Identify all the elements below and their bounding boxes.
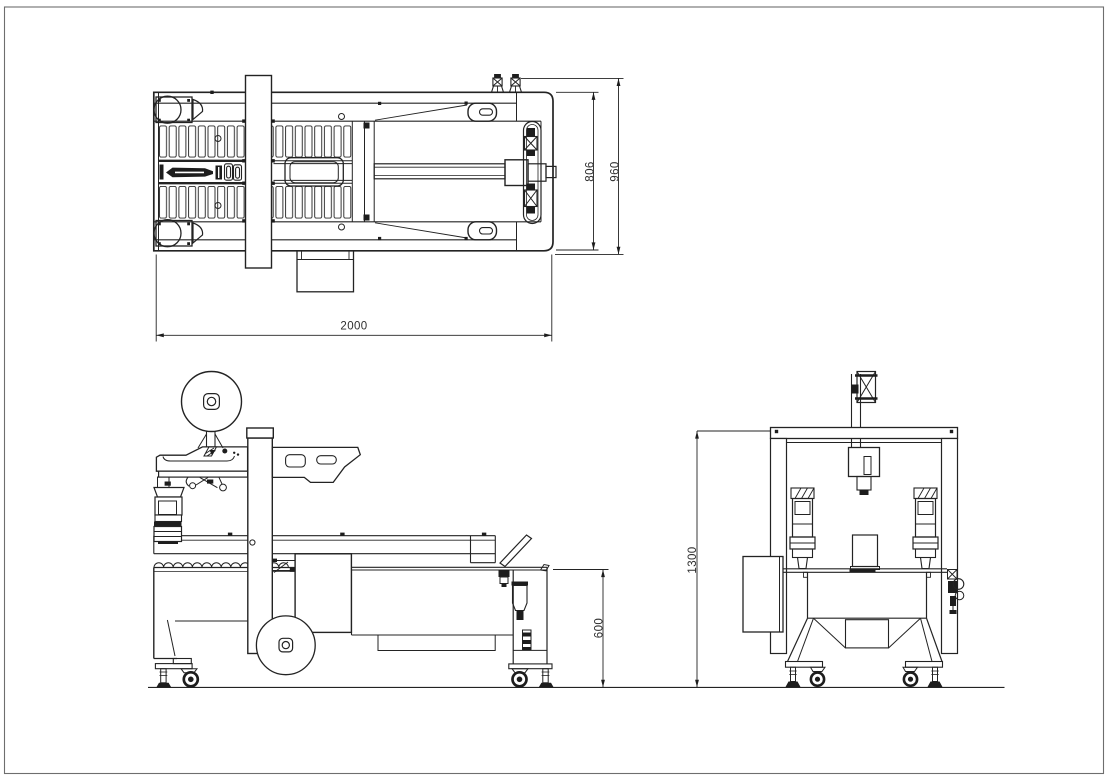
front-tape-roll <box>180 370 243 449</box>
plan-belt-knob-bottom <box>523 183 538 214</box>
front-gearbox-stack <box>153 476 185 544</box>
front-blade-guard <box>294 553 353 634</box>
front-mast-column <box>246 427 275 655</box>
dim-plan-width: 2000 <box>155 254 553 342</box>
front-view: 600 <box>153 370 609 688</box>
plan-tape-channel <box>158 157 353 187</box>
side-bottom-head <box>849 534 880 573</box>
dim-label-806: 806 <box>585 161 597 181</box>
plan-rail-end-bottom <box>467 221 498 241</box>
front-right-leg <box>508 663 554 688</box>
plan-view: 2000 806 960 <box>152 74 624 342</box>
side-legs <box>784 617 944 668</box>
front-left-leg <box>154 657 200 688</box>
side-bed <box>782 568 947 619</box>
plan-belt-track <box>522 120 542 225</box>
side-regulator <box>947 569 965 614</box>
front-left-foot <box>156 682 172 688</box>
plan-outfeed-box <box>296 250 355 293</box>
dim-label-960: 960 <box>610 161 622 181</box>
dim-front-bed-height: 600 <box>553 569 609 688</box>
plan-drive-motor-bottom <box>153 219 204 248</box>
plan-body-outline <box>152 91 554 252</box>
front-right-foot <box>538 682 554 688</box>
dim-label-600: 600 <box>594 618 606 638</box>
dim-plan-overall-height: 960 <box>521 77 624 255</box>
dim-plan-body-height: 806 <box>556 91 599 251</box>
plan-drive-motor-top <box>153 95 204 124</box>
front-guard-bracket <box>272 558 295 573</box>
plan-bottom-taping-head <box>159 163 243 181</box>
front-right-caster <box>511 670 528 688</box>
front-deflector-plate <box>499 534 533 568</box>
dim-label-2000: 2000 <box>340 321 367 333</box>
side-electrical-cabinet <box>742 555 784 633</box>
side-taping-unit <box>847 446 881 495</box>
side-view: 1300 <box>687 370 965 688</box>
front-outfeed-conveyor <box>350 563 550 664</box>
side-right-foot-group <box>902 666 943 688</box>
front-air-filter <box>498 569 532 651</box>
plan-mast-column <box>242 74 275 269</box>
plan-clamp-knobs <box>490 74 523 93</box>
plan-belt-knob-top <box>523 128 538 156</box>
dim-label-1300: 1300 <box>687 546 699 573</box>
sheet-border <box>3 6 1105 775</box>
side-left-foot-group <box>785 666 826 688</box>
plan-pusher-bar <box>373 159 557 187</box>
plan-center-plate <box>284 157 344 187</box>
side-motor-left <box>789 487 816 570</box>
front-left-caster <box>182 670 200 688</box>
front-head-hooks <box>164 476 227 492</box>
plan-rail-end-top <box>467 102 498 122</box>
dim-side-overall-height: 1300 <box>687 430 771 688</box>
front-lower-tape-roll <box>255 615 316 676</box>
side-chute-box <box>844 619 890 649</box>
front-taping-head <box>155 370 362 492</box>
side-motor-right <box>912 487 939 570</box>
front-head-flag <box>203 446 218 457</box>
